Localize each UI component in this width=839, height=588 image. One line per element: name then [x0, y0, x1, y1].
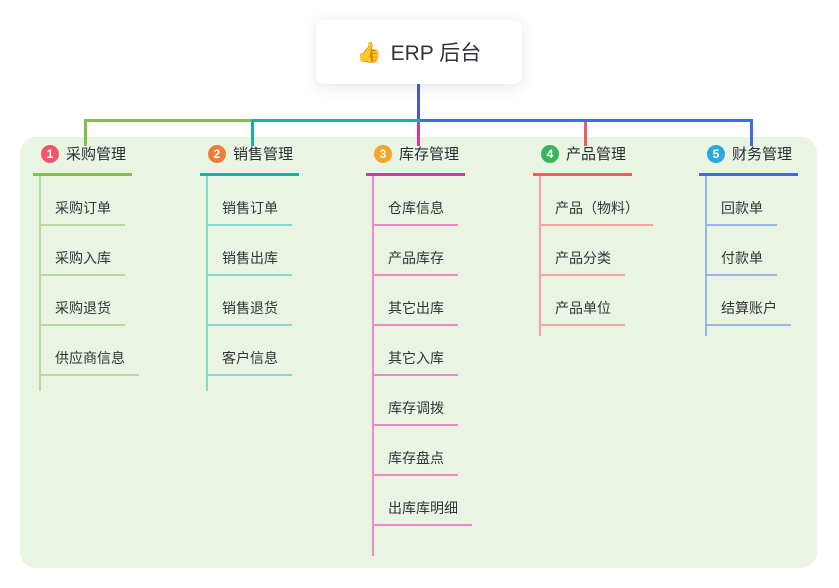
branch-children: 回款单付款单结算账户	[699, 176, 839, 336]
branch-children: 产品（物料）产品分类产品单位	[533, 176, 693, 336]
child-node[interactable]: 产品单位	[539, 276, 625, 326]
child-node[interactable]: 结算账户	[705, 276, 791, 326]
trunk-segment	[420, 119, 753, 122]
child-node[interactable]: 采购入库	[39, 226, 125, 276]
branch-1: 1 采购管理采购订单采购入库采购退货供应商信息	[33, 143, 193, 391]
child-node[interactable]: 产品库存	[372, 226, 458, 276]
branch-5: 5 财务管理回款单付款单结算账户	[699, 143, 839, 336]
child-node[interactable]: 采购退货	[39, 276, 125, 326]
branch-number-badge: 4	[541, 144, 559, 163]
branch-children: 销售订单销售出库销售退货客户信息	[200, 176, 360, 391]
branch-vertical-line	[705, 176, 707, 336]
branch-drop-line	[417, 122, 420, 146]
child-node[interactable]: 产品分类	[539, 226, 625, 276]
child-node[interactable]: 采购订单	[39, 176, 125, 226]
child-node[interactable]: 库存调拨	[372, 376, 458, 426]
branch-label: 库存管理	[399, 146, 460, 163]
branch-label: 采购管理	[66, 146, 127, 163]
trunk-segment	[251, 119, 420, 122]
child-node[interactable]: 仓库信息	[372, 176, 458, 226]
branch-vertical-line	[39, 176, 41, 391]
branch-node[interactable]: 5 财务管理	[699, 143, 799, 176]
root-connector-line	[417, 84, 420, 122]
branch-2: 2 销售管理销售订单销售出库销售退货客户信息	[200, 143, 360, 391]
root-node[interactable]: 👍 ERP 后台	[316, 20, 522, 84]
branch-drop-line	[251, 122, 254, 146]
branch-drop-line	[750, 122, 753, 146]
branch-label: 销售管理	[233, 146, 294, 163]
child-node[interactable]: 付款单	[705, 226, 777, 276]
child-node[interactable]: 销售退货	[206, 276, 292, 326]
branch-number-badge: 5	[707, 144, 725, 163]
branch-label: 财务管理	[732, 146, 793, 163]
branch-node[interactable]: 1 采购管理	[33, 143, 133, 176]
branch-number-badge: 3	[374, 144, 392, 163]
child-node[interactable]: 其它入库	[372, 326, 458, 376]
child-node[interactable]: 出库库明细	[372, 476, 472, 526]
branch-children: 采购订单采购入库采购退货供应商信息	[33, 176, 193, 391]
branch-node[interactable]: 3 库存管理	[366, 143, 466, 176]
branch-number-badge: 1	[41, 144, 59, 163]
branch-drop-line	[584, 122, 587, 146]
branch-4: 4 产品管理产品（物料）产品分类产品单位	[533, 143, 693, 336]
child-node[interactable]: 其它出库	[372, 276, 458, 326]
branch-node[interactable]: 2 销售管理	[200, 143, 300, 176]
trunk-segment	[84, 119, 251, 122]
thumbs-up-icon: 👍	[356, 41, 382, 64]
child-node[interactable]: 销售出库	[206, 226, 292, 276]
child-node[interactable]: 供应商信息	[39, 326, 139, 376]
root-title: ERP 后台	[390, 42, 482, 65]
child-node[interactable]: 客户信息	[206, 326, 292, 376]
mindmap-panel	[20, 137, 817, 568]
child-node[interactable]: 产品（物料）	[539, 176, 653, 226]
branch-3: 3 库存管理仓库信息产品库存其它出库其它入库库存调拨库存盘点出库库明细	[366, 143, 526, 556]
child-node[interactable]: 库存盘点	[372, 426, 458, 476]
branch-vertical-line	[539, 176, 541, 336]
branch-label: 产品管理	[566, 146, 627, 163]
branch-children: 仓库信息产品库存其它出库其它入库库存调拨库存盘点出库库明细	[366, 176, 526, 556]
branch-number-badge: 2	[208, 144, 226, 163]
branch-node[interactable]: 4 产品管理	[533, 143, 633, 176]
branch-vertical-line	[372, 176, 374, 556]
branch-drop-line	[84, 122, 87, 146]
child-node[interactable]: 销售订单	[206, 176, 292, 226]
branch-vertical-line	[206, 176, 208, 391]
child-node[interactable]: 回款单	[705, 176, 777, 226]
